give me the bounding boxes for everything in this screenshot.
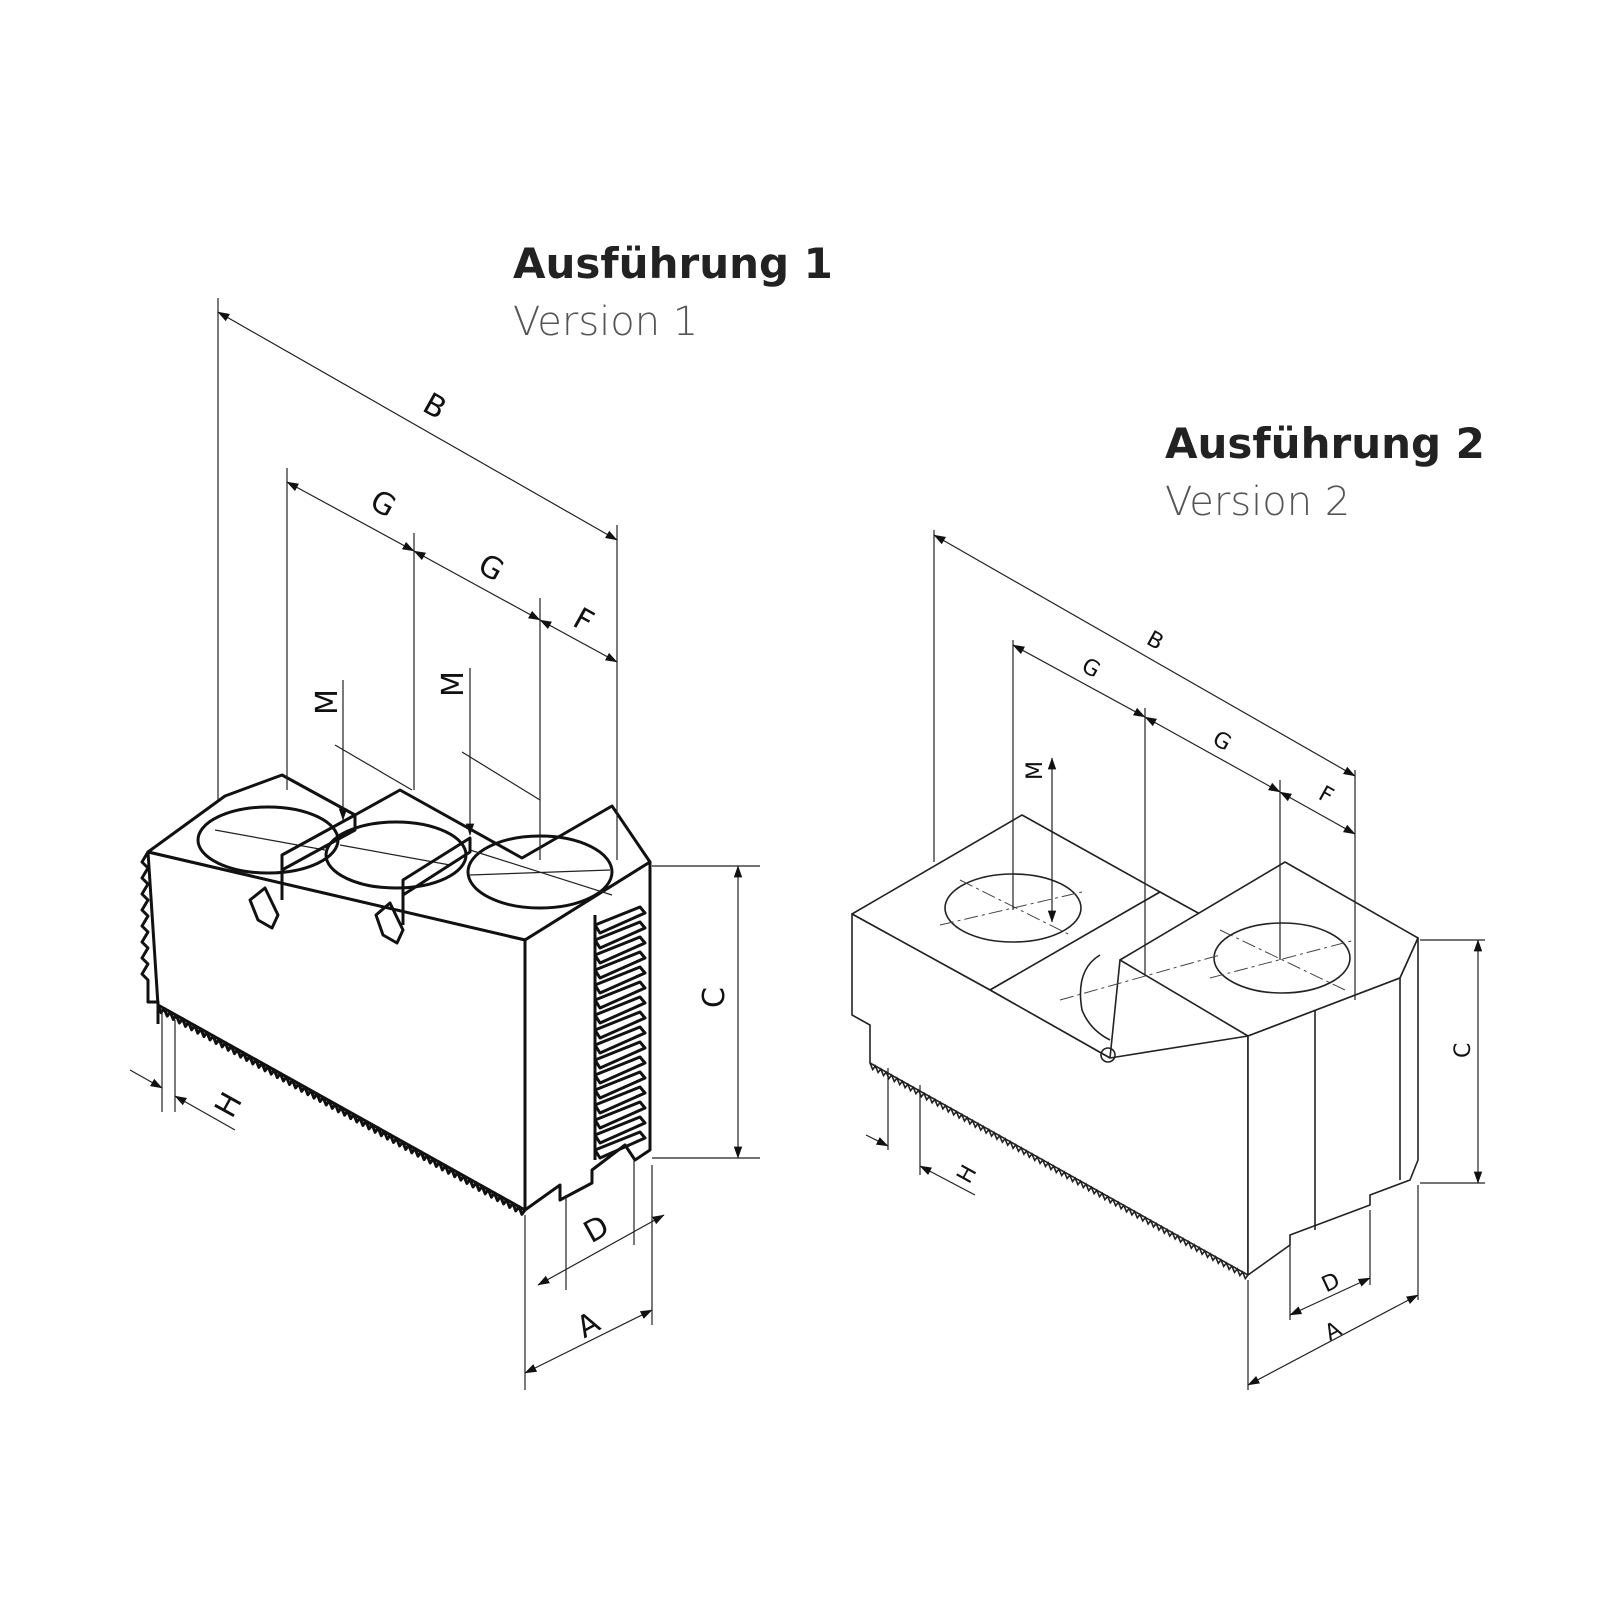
dim-a-label: A [571,1305,606,1346]
version2-subtitle: Version 2 [1165,479,1350,525]
version1-thread-rib [593,920,647,950]
version1-jaw [140,773,652,1216]
dim-g1-line [286,481,415,552]
version1-thread-rib [593,1010,647,1040]
version1-thread-ribs [593,905,647,1160]
version1-thread-rib [593,1115,647,1145]
version1-pin-2 [374,901,405,945]
dim-m2-label: M [436,671,471,697]
version1-thread-rib [593,995,647,1025]
version2-right-face [1247,937,1419,1276]
version1-thread-rib [593,935,647,965]
v2-dim-g1-label: G [1077,654,1104,684]
version1-bottom-teeth [156,1004,527,1216]
dim-b-label: B [417,386,452,427]
v2-dim-g1-line [1012,644,1146,718]
version1-thread-rib [593,1040,647,1070]
v2-dim-f-line [1279,791,1356,835]
version1-thread-rib [593,965,647,995]
dim-g2-line [413,550,541,621]
version1-top-face [146,773,652,942]
dim-d-line [537,1214,665,1286]
version2-mid-centerline [1059,954,1221,1001]
dim-g2-label: G [472,547,509,589]
dim-b-line [217,311,618,541]
v2-dim-h-arrow-right [919,1165,976,1196]
v2-dim-g2-label: G [1208,727,1235,757]
version1-saddle-2 [401,836,472,925]
version1-thread-rib [593,1085,647,1115]
version1-saddle-1 [280,813,357,900]
v2-dim-h-label: H [953,1161,983,1188]
version1-thread-rib [593,1070,647,1100]
v2-dim-a-line [1247,1294,1419,1386]
dim-h-arrow-right [174,1095,236,1131]
version2-jaw [851,814,1419,1281]
version2-title: Ausführung 2 [1165,419,1485,468]
version1-thread-rib [593,980,647,1010]
version2-partial-hole [1079,954,1111,1041]
version1-thread-rib [593,1100,647,1130]
dim-c-label: C [697,987,732,1008]
version1-hole1-crosshair [214,829,326,851]
v2-dim-h-arrow-left [865,1134,889,1147]
version1-hole3-crosshair-d [469,849,613,896]
version1-thread-rib [593,950,647,980]
version1-right-face [523,860,652,1212]
version1-thread-rib [593,1130,647,1160]
version1-thread-rib [593,1025,647,1055]
v2-dim-a-label: A [1321,1317,1346,1346]
v2-dim-f-label: F [1314,782,1337,810]
version1-thread-rib [593,905,647,935]
dim-a-line [524,1309,653,1374]
version2-pin [1100,1047,1116,1063]
v2-dim-b-label: B [1142,627,1167,656]
version1-thread-rib [593,1055,647,1085]
dim-f-label: F [567,601,599,640]
dim-d-label: D [578,1209,615,1251]
version1-drawing: Ausführung 1 Version 1 [129,239,833,1390]
version2-hole1-centerline-d [959,879,1071,936]
version1-subtitle: Version 1 [513,299,698,345]
version1-pin-1 [248,886,280,930]
dim-f-line [539,619,618,663]
version2-bottom-teeth [869,1062,1249,1281]
version1-left-serration [140,851,160,1024]
dim-m1-ref [334,744,413,791]
version1-title: Ausführung 1 [513,239,833,288]
v2-dim-m-label: M [1023,761,1048,780]
v2-dim-g2-line [1144,716,1281,793]
dim-m1-label: M [310,689,345,715]
v2-dim-c-label: C [1451,1043,1476,1058]
version2-hole-2 [1213,922,1351,994]
dim-m2-ref [461,751,541,801]
version2-hole2-centerline-d [1219,929,1346,991]
v2-dim-d-label: D [1318,1268,1344,1298]
dim-g1-label: G [364,483,401,525]
version2-drawing: Ausführung 2 Version 2 [851,419,1485,1390]
dim-h-arrow-left [129,1069,163,1089]
